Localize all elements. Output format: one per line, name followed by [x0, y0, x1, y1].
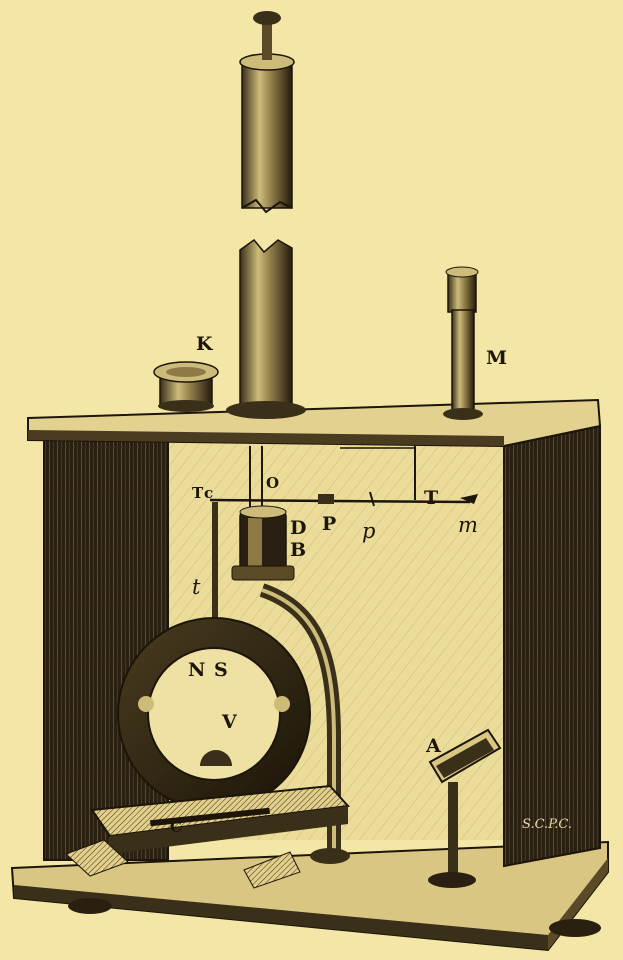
knob-k	[153, 361, 219, 412]
right-wood-panel	[503, 424, 601, 868]
label-v: V	[221, 711, 238, 733]
torsion-beam	[209, 498, 471, 504]
label-m: M	[486, 347, 507, 369]
label-c-left: c	[204, 484, 213, 502]
label-p: P	[322, 513, 336, 535]
label-s: S	[214, 659, 228, 681]
label-p-small: p	[362, 519, 375, 543]
label-o: O	[266, 474, 279, 492]
sliding-carriage-c	[65, 784, 351, 889]
label-t-right: T	[424, 487, 438, 509]
label-b: B	[290, 539, 306, 561]
label-c: C	[170, 818, 182, 836]
magnet-ring	[117, 617, 311, 811]
top-board	[27, 398, 602, 448]
foot-screw-right	[549, 919, 601, 937]
torsion-tube-lower	[226, 238, 306, 419]
label-k: K	[196, 333, 214, 355]
label-m-small: m	[458, 513, 478, 537]
mirror-stand-a	[428, 728, 502, 888]
torsion-tube-upper	[239, 11, 295, 214]
cylinder-db	[231, 505, 295, 581]
engraver-signature: S.C.P.C.	[522, 817, 572, 832]
microscope-m	[443, 266, 483, 420]
label-d: D	[290, 517, 306, 539]
suspension-assembly	[209, 446, 478, 652]
label-a: A	[425, 735, 441, 757]
label-t-small: t	[192, 575, 201, 599]
label-n: N	[188, 659, 205, 681]
label-t-left: T	[192, 484, 204, 502]
foot-screw-left	[68, 898, 112, 914]
arm-foot	[310, 848, 350, 864]
